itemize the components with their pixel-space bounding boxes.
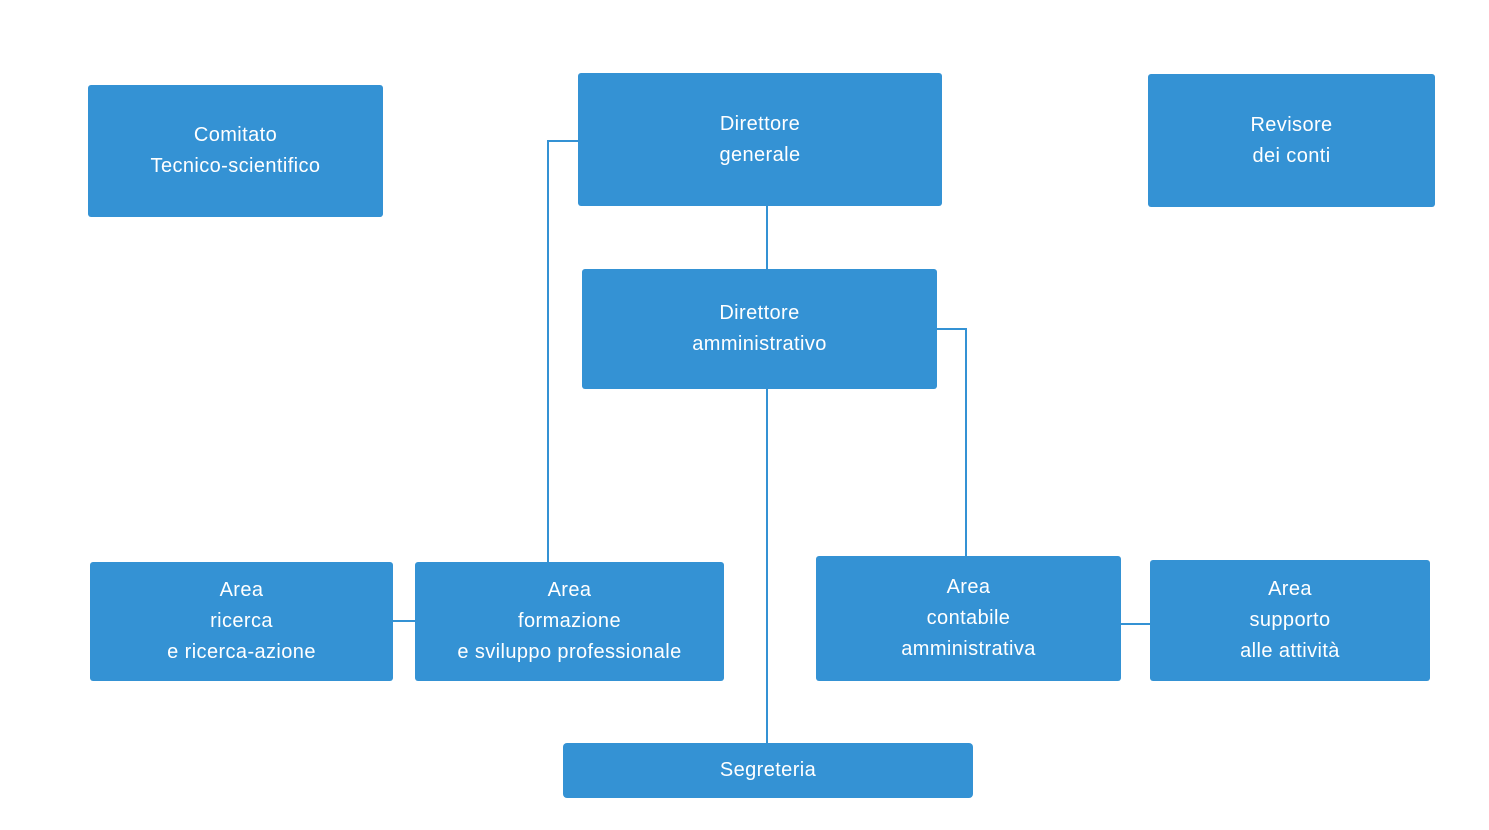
node-label-line: formazione	[518, 610, 621, 632]
node-label-line: Direttore	[719, 302, 800, 324]
node-label-line: e ricerca-azione	[167, 641, 316, 663]
node-label-line: Comitato	[193, 124, 278, 146]
node-label-line: dei conti	[1252, 144, 1331, 167]
node-label-line: Tecnico-scientifico	[150, 155, 321, 177]
node-comitato-tecnico-scientifico: Comitato Tecnico-scientifico	[88, 85, 383, 217]
edge-amministrativo-segreteria	[766, 389, 768, 743]
node-label-line: Area	[547, 579, 592, 601]
node-label-line: Direttore	[719, 112, 801, 135]
node-area-formazione: Area formazione e sviluppo professionale	[415, 562, 724, 681]
node-label-line: Segreteria	[719, 759, 817, 781]
edge-amministrativo-contabile-vertical	[965, 328, 967, 556]
node-label-line: Area	[946, 576, 991, 598]
edge-generale-formazione-horizontal	[548, 140, 578, 142]
node-label-line: contabile	[926, 607, 1011, 629]
node-area-supporto: Area supporto alle attività	[1150, 560, 1430, 681]
node-label-line: ricerca	[210, 610, 273, 632]
edge-generale-amministrativo	[766, 206, 768, 269]
node-label-line: alle attività	[1240, 640, 1340, 662]
node-direttore-amministrativo: Direttore amministrativo	[582, 269, 937, 389]
node-area-ricerca: Area ricerca e ricerca-azione	[90, 562, 393, 681]
node-label-line: Area	[219, 579, 264, 601]
node-area-contabile: Area contabile amministrativa	[816, 556, 1121, 681]
node-label-line: e sviluppo professionale	[457, 641, 682, 663]
edge-generale-formazione-vertical	[547, 140, 549, 562]
node-segreteria: Segreteria	[563, 743, 973, 798]
node-label-line: amministrativo	[692, 333, 827, 355]
node-revisore-dei-conti: Revisore dei conti	[1148, 74, 1435, 207]
node-label-line: generale	[719, 143, 801, 166]
node-direttore-generale: Direttore generale	[578, 73, 942, 206]
node-label-line: Area	[1268, 578, 1312, 600]
edge-ricerca-formazione	[393, 620, 415, 622]
node-label-line: amministrativa	[901, 638, 1036, 660]
node-label-line: Revisore	[1250, 113, 1333, 136]
edge-amministrativo-contabile-horizontal	[937, 328, 967, 330]
node-label-line: supporto	[1249, 609, 1331, 631]
edge-contabile-supporto	[1121, 623, 1150, 625]
